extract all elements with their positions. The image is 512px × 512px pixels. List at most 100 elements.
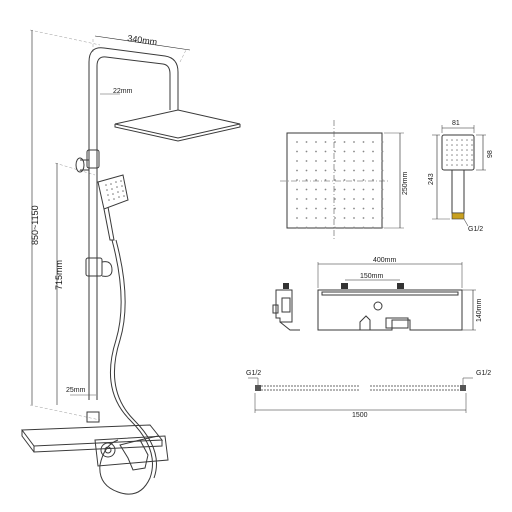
nozzle-dot	[315, 141, 317, 143]
nozzle-dot	[372, 198, 374, 200]
mixer-body	[94, 435, 169, 467]
nozzle-dot	[372, 226, 374, 229]
nozzle-dot	[461, 139, 463, 141]
nozzle-dot	[305, 141, 308, 143]
nozzle-dot	[381, 226, 384, 229]
nozzle-dot	[315, 179, 317, 181]
nozzle-dot	[324, 217, 327, 219]
hand-shower-thread	[451, 212, 465, 220]
nozzle-dot	[461, 164, 463, 166]
nozzle-dot	[466, 154, 468, 156]
cold-inlet	[397, 283, 404, 289]
nozzle-dot	[353, 226, 355, 229]
mixer-side-view	[272, 283, 300, 331]
nozzle-dot	[466, 139, 468, 141]
nozzle-dot	[372, 179, 374, 181]
nozzle-dot	[372, 150, 374, 153]
nozzle-dot	[315, 217, 317, 219]
nozzle-dot	[305, 160, 308, 162]
nozzle-dot	[324, 207, 327, 210]
nozzle-dot	[362, 169, 365, 172]
nozzle-dot	[451, 159, 453, 161]
nozzle-dot	[461, 154, 463, 156]
spout	[385, 317, 409, 329]
nozzle-dot	[305, 217, 308, 219]
riser-pipe-outer	[88, 47, 179, 400]
nozzle-dot	[381, 141, 384, 143]
nozzle-dot	[334, 198, 336, 200]
nozzle-dot	[446, 144, 448, 146]
hand-head-height-label: 98	[487, 150, 494, 158]
hose-left-nut	[255, 385, 261, 391]
nozzle-dot	[343, 141, 346, 143]
nozzle-dot	[446, 154, 448, 156]
nozzle-dot	[471, 149, 473, 151]
nozzle-dot	[471, 159, 473, 161]
hand-length-label: 243	[428, 173, 435, 185]
nozzle-dot	[461, 144, 463, 146]
nozzle-dot	[372, 141, 374, 143]
hand-thread-label: G1/2	[468, 226, 483, 233]
nozzle-dot	[334, 141, 336, 143]
nozzle-dot	[334, 207, 336, 210]
nozzle-dot	[296, 141, 298, 143]
nozzle-dot	[446, 159, 448, 161]
nozzle-dot	[343, 188, 346, 191]
nozzle-dot	[334, 226, 336, 229]
arm-width-label: 340mm	[127, 33, 158, 47]
hand-shower-head	[441, 134, 475, 171]
nozzle-dot	[353, 169, 355, 172]
nozzle-dot	[315, 150, 317, 153]
total-height-label: 850~1150	[30, 205, 40, 245]
nozzle-dot	[315, 188, 317, 191]
nozzle-dot	[372, 188, 374, 191]
nozzle-dot	[362, 207, 365, 210]
head-size-label: 250mm	[402, 171, 409, 195]
nozzle-dot	[353, 160, 355, 162]
hose-right-nut	[460, 385, 466, 391]
overhead-shower-head	[114, 109, 241, 139]
nozzle-dot	[451, 164, 453, 166]
nozzle-dot	[334, 150, 336, 153]
nozzle-dot	[296, 198, 298, 200]
nozzle-dot	[334, 169, 336, 172]
riser-pipe-inner	[96, 56, 171, 400]
nozzle-dot	[362, 198, 365, 200]
nozzle-dot	[466, 159, 468, 161]
nozzle-dot	[451, 154, 453, 156]
nozzle-dot	[296, 169, 298, 172]
hand-shower-detail: 81 98 243 G1/2	[428, 120, 494, 233]
nozzle-dot	[315, 160, 317, 162]
mixer-lever	[119, 439, 149, 471]
nozzle-dot	[305, 169, 308, 172]
nozzle-dot	[446, 139, 448, 141]
slider-holder	[85, 257, 103, 277]
nozzle-dot	[343, 226, 346, 229]
nozzle-dot	[296, 217, 298, 219]
nozzle-dot	[471, 144, 473, 146]
nozzle-dot	[381, 198, 384, 200]
nozzle-dot	[334, 160, 336, 162]
nozzle-dot	[372, 217, 374, 219]
nozzle-dot	[456, 164, 458, 166]
nozzle-dot	[362, 188, 365, 191]
bar-height-label: 715mm	[54, 260, 64, 290]
bar-connector	[86, 411, 100, 423]
nozzle-dot	[324, 179, 327, 181]
hose-right-thread-label: G1/2	[476, 370, 491, 377]
nozzle-dot	[362, 150, 365, 153]
nozzle-dot	[305, 226, 308, 229]
nozzle-dot	[461, 149, 463, 151]
wall-bracket	[75, 157, 85, 173]
nozzle-dot	[372, 169, 374, 172]
nozzle-dot	[362, 160, 365, 162]
nozzle-dot	[372, 207, 374, 210]
hose-left-thread-label: G1/2	[246, 370, 261, 377]
nozzle-dot	[362, 217, 365, 219]
nozzle-dot	[381, 160, 384, 162]
nozzle-dot	[451, 144, 453, 146]
nozzle-dot	[343, 179, 346, 181]
nozzle-dot	[353, 188, 355, 191]
nozzle-dot	[324, 188, 327, 191]
